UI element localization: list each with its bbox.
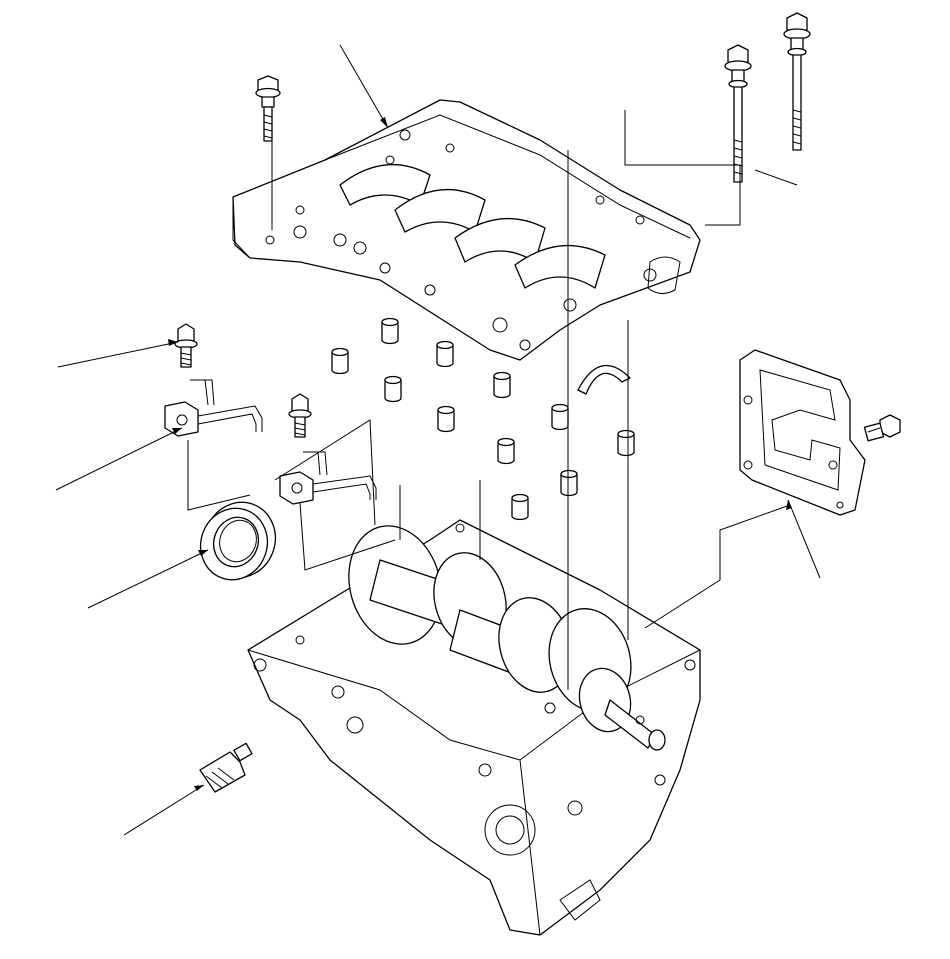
long-bolt-icon <box>724 44 752 183</box>
callout-leader-3 <box>55 427 183 491</box>
callout-leader-2 <box>57 339 179 368</box>
gasket-icon <box>739 349 866 516</box>
flange-bolt-icon <box>174 323 198 368</box>
sensor-icon <box>199 742 253 793</box>
gasket-bolt-icon <box>863 414 901 442</box>
callout-leader-5 <box>123 784 205 836</box>
piston-oil-jet-icon <box>279 451 377 505</box>
crankcase-lower-block-icon <box>232 99 701 361</box>
flange-bolt-icon <box>255 75 281 142</box>
callout-leader-6 <box>786 499 821 579</box>
cylinder-block-crankshaft-icon <box>247 519 701 936</box>
callout-leader-1 <box>339 44 389 129</box>
oil-seal-icon <box>199 501 277 581</box>
bearing-half-shell-icon <box>577 364 631 395</box>
flange-bolt-icon <box>288 393 312 438</box>
callout-leader-4 <box>87 549 209 609</box>
piston-oil-jet-icon <box>164 379 263 437</box>
dowel-pin-icon <box>331 317 635 521</box>
long-bolt-icon <box>783 12 811 151</box>
alignment-lines <box>187 110 798 690</box>
